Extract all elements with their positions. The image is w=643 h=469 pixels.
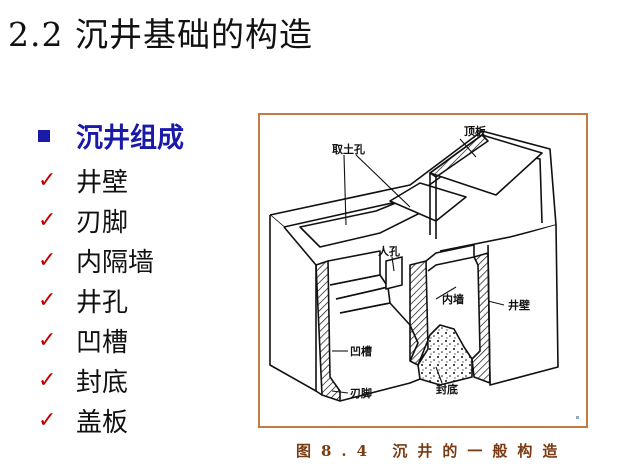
label-inner-wall: 内墙 <box>442 292 464 306</box>
list-item: ✓ 凹槽 <box>38 320 154 360</box>
label-cutting-edge: 刃脚 <box>350 386 372 400</box>
page-title: 2.2 沉井基础的构造 <box>8 15 313 54</box>
label-cover: 顶板 <box>464 124 487 138</box>
checkmark-icon: ✓ <box>38 327 57 353</box>
list-item-label: 井壁 <box>76 167 129 198</box>
checkmark-icon: ✓ <box>38 407 57 433</box>
decorative-dot <box>576 416 579 419</box>
figure-caption: 图8.4 沉井的一般构造 <box>296 442 568 460</box>
label-well-wall: 井壁 <box>508 298 530 312</box>
label-groove: 凹槽 <box>350 344 372 358</box>
section-label: 沉井组成 <box>76 123 184 154</box>
list-item-label: 凹槽 <box>76 327 129 358</box>
checkmark-icon: ✓ <box>38 367 57 393</box>
list-item: ✓ 井壁 <box>38 160 154 200</box>
component-list: ✓ 井壁 ✓ 刃脚 ✓ 内隔墙 ✓ 井孔 ✓ 凹槽 ✓ 封底 ✓ 盖板 <box>38 160 154 440</box>
list-item: ✓ 封底 <box>38 360 154 400</box>
caisson-figure: 取土孔 顶板 人孔 内墙 井壁 凹槽 刃脚 封底 <box>258 113 588 428</box>
list-item-label: 盖板 <box>76 407 129 438</box>
list-item-label: 内隔墙 <box>76 247 155 278</box>
square-bullet-icon <box>38 129 50 142</box>
checkmark-icon: ✓ <box>38 247 57 273</box>
checkmark-icon: ✓ <box>38 287 57 313</box>
checkmark-icon: ✓ <box>38 207 57 233</box>
list-item-label: 刃脚 <box>76 207 129 238</box>
section-heading: 沉井组成 <box>38 116 184 155</box>
list-item-label: 井孔 <box>76 287 129 318</box>
caisson-diagram: 取土孔 顶板 人孔 内墙 井壁 凹槽 刃脚 封底 <box>269 124 559 402</box>
label-soil-hole: 取土孔 <box>332 142 365 156</box>
list-item: ✓ 井孔 <box>38 280 154 320</box>
label-manhole: 人孔 <box>378 244 400 258</box>
checkmark-icon: ✓ <box>38 167 57 193</box>
label-bottom-seal: 封底 <box>436 382 458 396</box>
list-item: ✓ 内隔墙 <box>38 240 154 280</box>
list-item: ✓ 盖板 <box>38 400 154 440</box>
list-item: ✓ 刃脚 <box>38 200 154 240</box>
list-item-label: 封底 <box>76 367 129 398</box>
